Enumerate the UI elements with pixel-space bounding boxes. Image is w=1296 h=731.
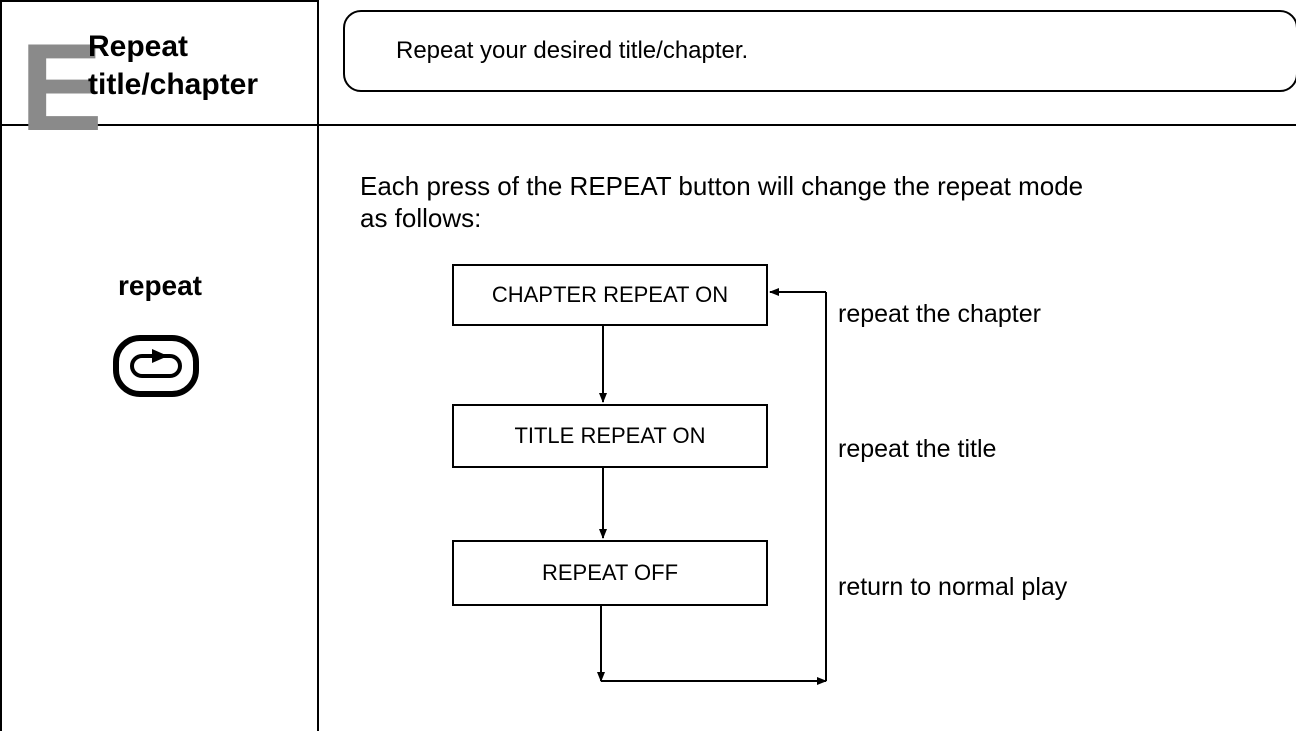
section-title: Repeat title/chapter [88, 28, 258, 104]
effect-text-off: return to normal play [838, 573, 1068, 601]
mode-label: REPEAT OFF [541, 560, 679, 585]
intro-text: Each press of the REPEAT button will cha… [360, 170, 1290, 234]
repeat-icon [113, 335, 199, 397]
intro-line-2: as follows: [360, 203, 482, 233]
effect-text-chapter: repeat the chapter [838, 300, 1041, 328]
mode-box-repeat-off: REPEAT OFF [452, 540, 768, 606]
header-divider [0, 124, 1296, 126]
intro-line-1: Each press of the REPEAT button will cha… [360, 171, 1084, 201]
mode-box-title-repeat: TITLE REPEAT ON [452, 404, 768, 468]
column-divider [317, 0, 319, 731]
summary-box [343, 10, 1296, 92]
repeat-button-label: repeat [117, 270, 203, 301]
mode-label: TITLE REPEAT ON [514, 423, 706, 448]
left-border [0, 0, 2, 731]
mode-box-chapter-repeat: CHAPTER REPEAT ON [452, 264, 768, 326]
top-border [0, 0, 318, 2]
summary-text: Repeat your desired title/chapter. [396, 37, 749, 64]
section-title-line1: Repeat [88, 30, 189, 63]
section-title-line2: title/chapter [88, 68, 259, 101]
effect-text-title: repeat the title [838, 435, 997, 463]
mode-label: CHAPTER REPEAT ON [491, 282, 729, 307]
